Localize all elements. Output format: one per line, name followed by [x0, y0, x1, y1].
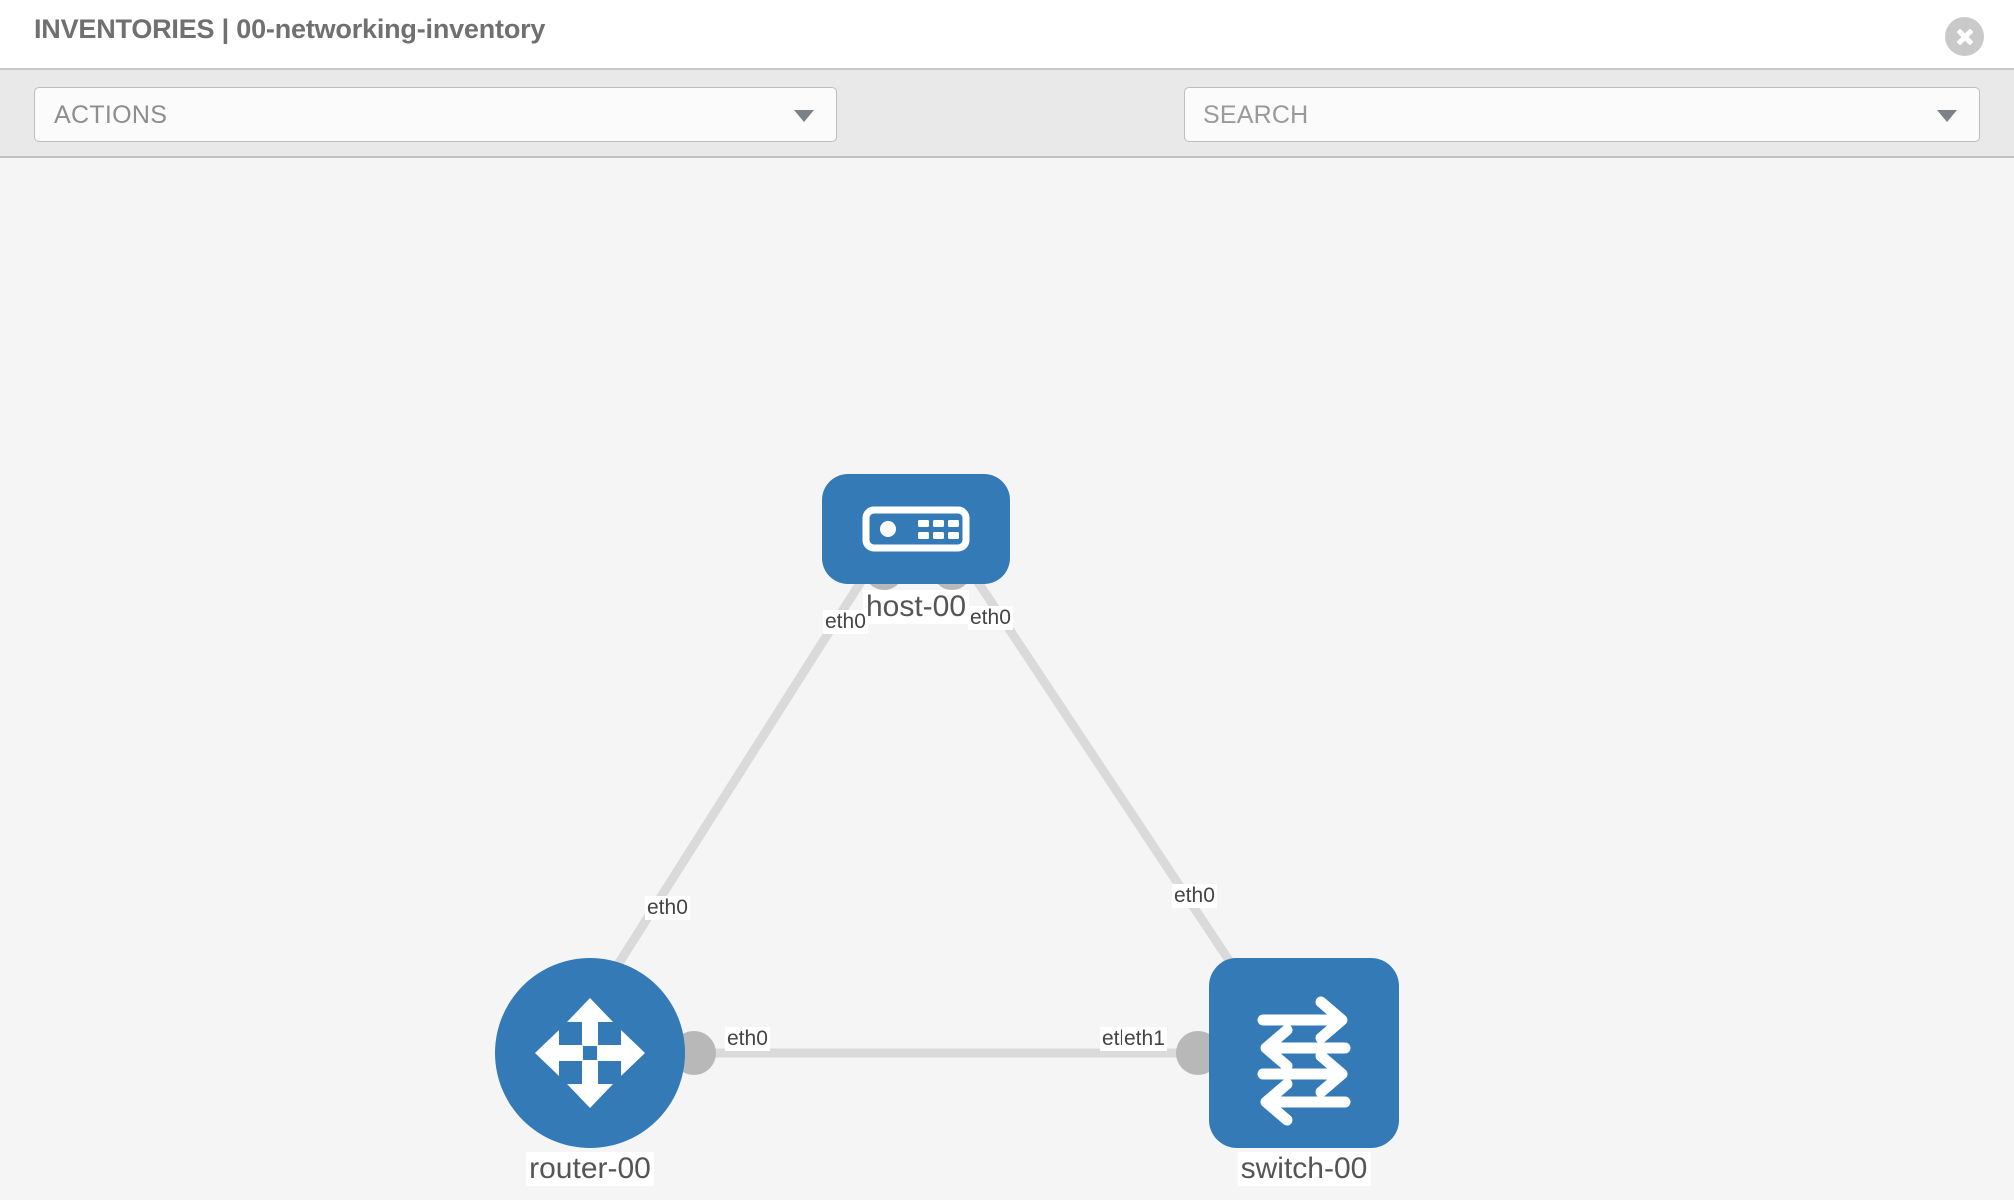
actions-dropdown-label: ACTIONS: [54, 101, 168, 129]
node-switch-00[interactable]: [1209, 958, 1399, 1148]
search-input[interactable]: SEARCH: [1184, 87, 1980, 142]
node-label-switch-00: switch-00: [1237, 1152, 1371, 1186]
page-title: INVENTORIES | 00-networking-inventory: [34, 14, 546, 44]
edge-label-interface: eth0: [645, 896, 690, 920]
chevron-down-icon: [794, 109, 814, 122]
edge-label-interface: eth0: [968, 606, 1013, 630]
edge-label-interface: eth0: [1172, 884, 1217, 908]
chevron-down-icon[interactable]: [1937, 109, 1957, 122]
node-label-router-00: router-00: [526, 1152, 654, 1186]
link-endpoints: [600, 550, 1254, 1075]
switch-arrows-icon: [1257, 996, 1351, 1126]
toolbar: ACTIONS SEARCH: [0, 70, 2014, 200]
edge-label-interface: eth0: [823, 610, 868, 634]
actions-dropdown[interactable]: ACTIONS: [34, 87, 837, 142]
node-label-host-00: host-00: [862, 590, 970, 624]
router-arrows-icon: [535, 998, 645, 1108]
search-placeholder: SEARCH: [1203, 101, 1309, 129]
topology-canvas[interactable]: host-00 router-00 switch-00 eth0 eth0 et…: [0, 158, 2014, 1200]
node-host-00[interactable]: [822, 474, 1010, 584]
node-router-00[interactable]: [495, 958, 685, 1148]
link-lines: [594, 555, 1250, 1058]
close-icon[interactable]: [1945, 17, 1984, 56]
topology-links: [594, 550, 1254, 1075]
edge-label-interface: eth0: [725, 1027, 770, 1051]
page-header: INVENTORIES | 00-networking-inventory: [0, 0, 2014, 70]
edge-label-interface: eth1: [1122, 1027, 1167, 1051]
server-icon: [862, 506, 970, 552]
